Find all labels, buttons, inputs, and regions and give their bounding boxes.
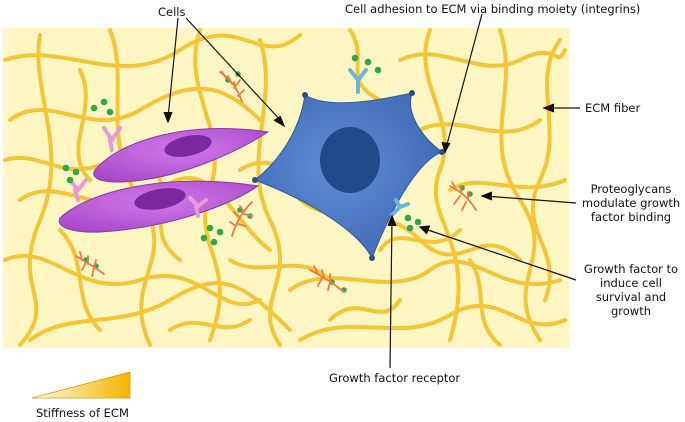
label-growth-factor: Growth factor to induce cell survival an…	[578, 262, 684, 318]
label-cell-adhesion: Cell adhesion to ECM via binding moiety …	[345, 2, 640, 16]
label-ecm-fiber: ECM fiber	[585, 101, 640, 115]
label-stiffness: Stiffness of ECM	[36, 406, 129, 420]
stiffness-wedge	[32, 372, 130, 398]
label-cells: Cells	[158, 5, 186, 19]
blue-nucleus	[320, 127, 380, 193]
label-growth-factor-receptor: Growth factor receptor	[329, 371, 460, 385]
label-proteoglycans: Proteoglycans modulate growth factor bin…	[580, 182, 682, 224]
